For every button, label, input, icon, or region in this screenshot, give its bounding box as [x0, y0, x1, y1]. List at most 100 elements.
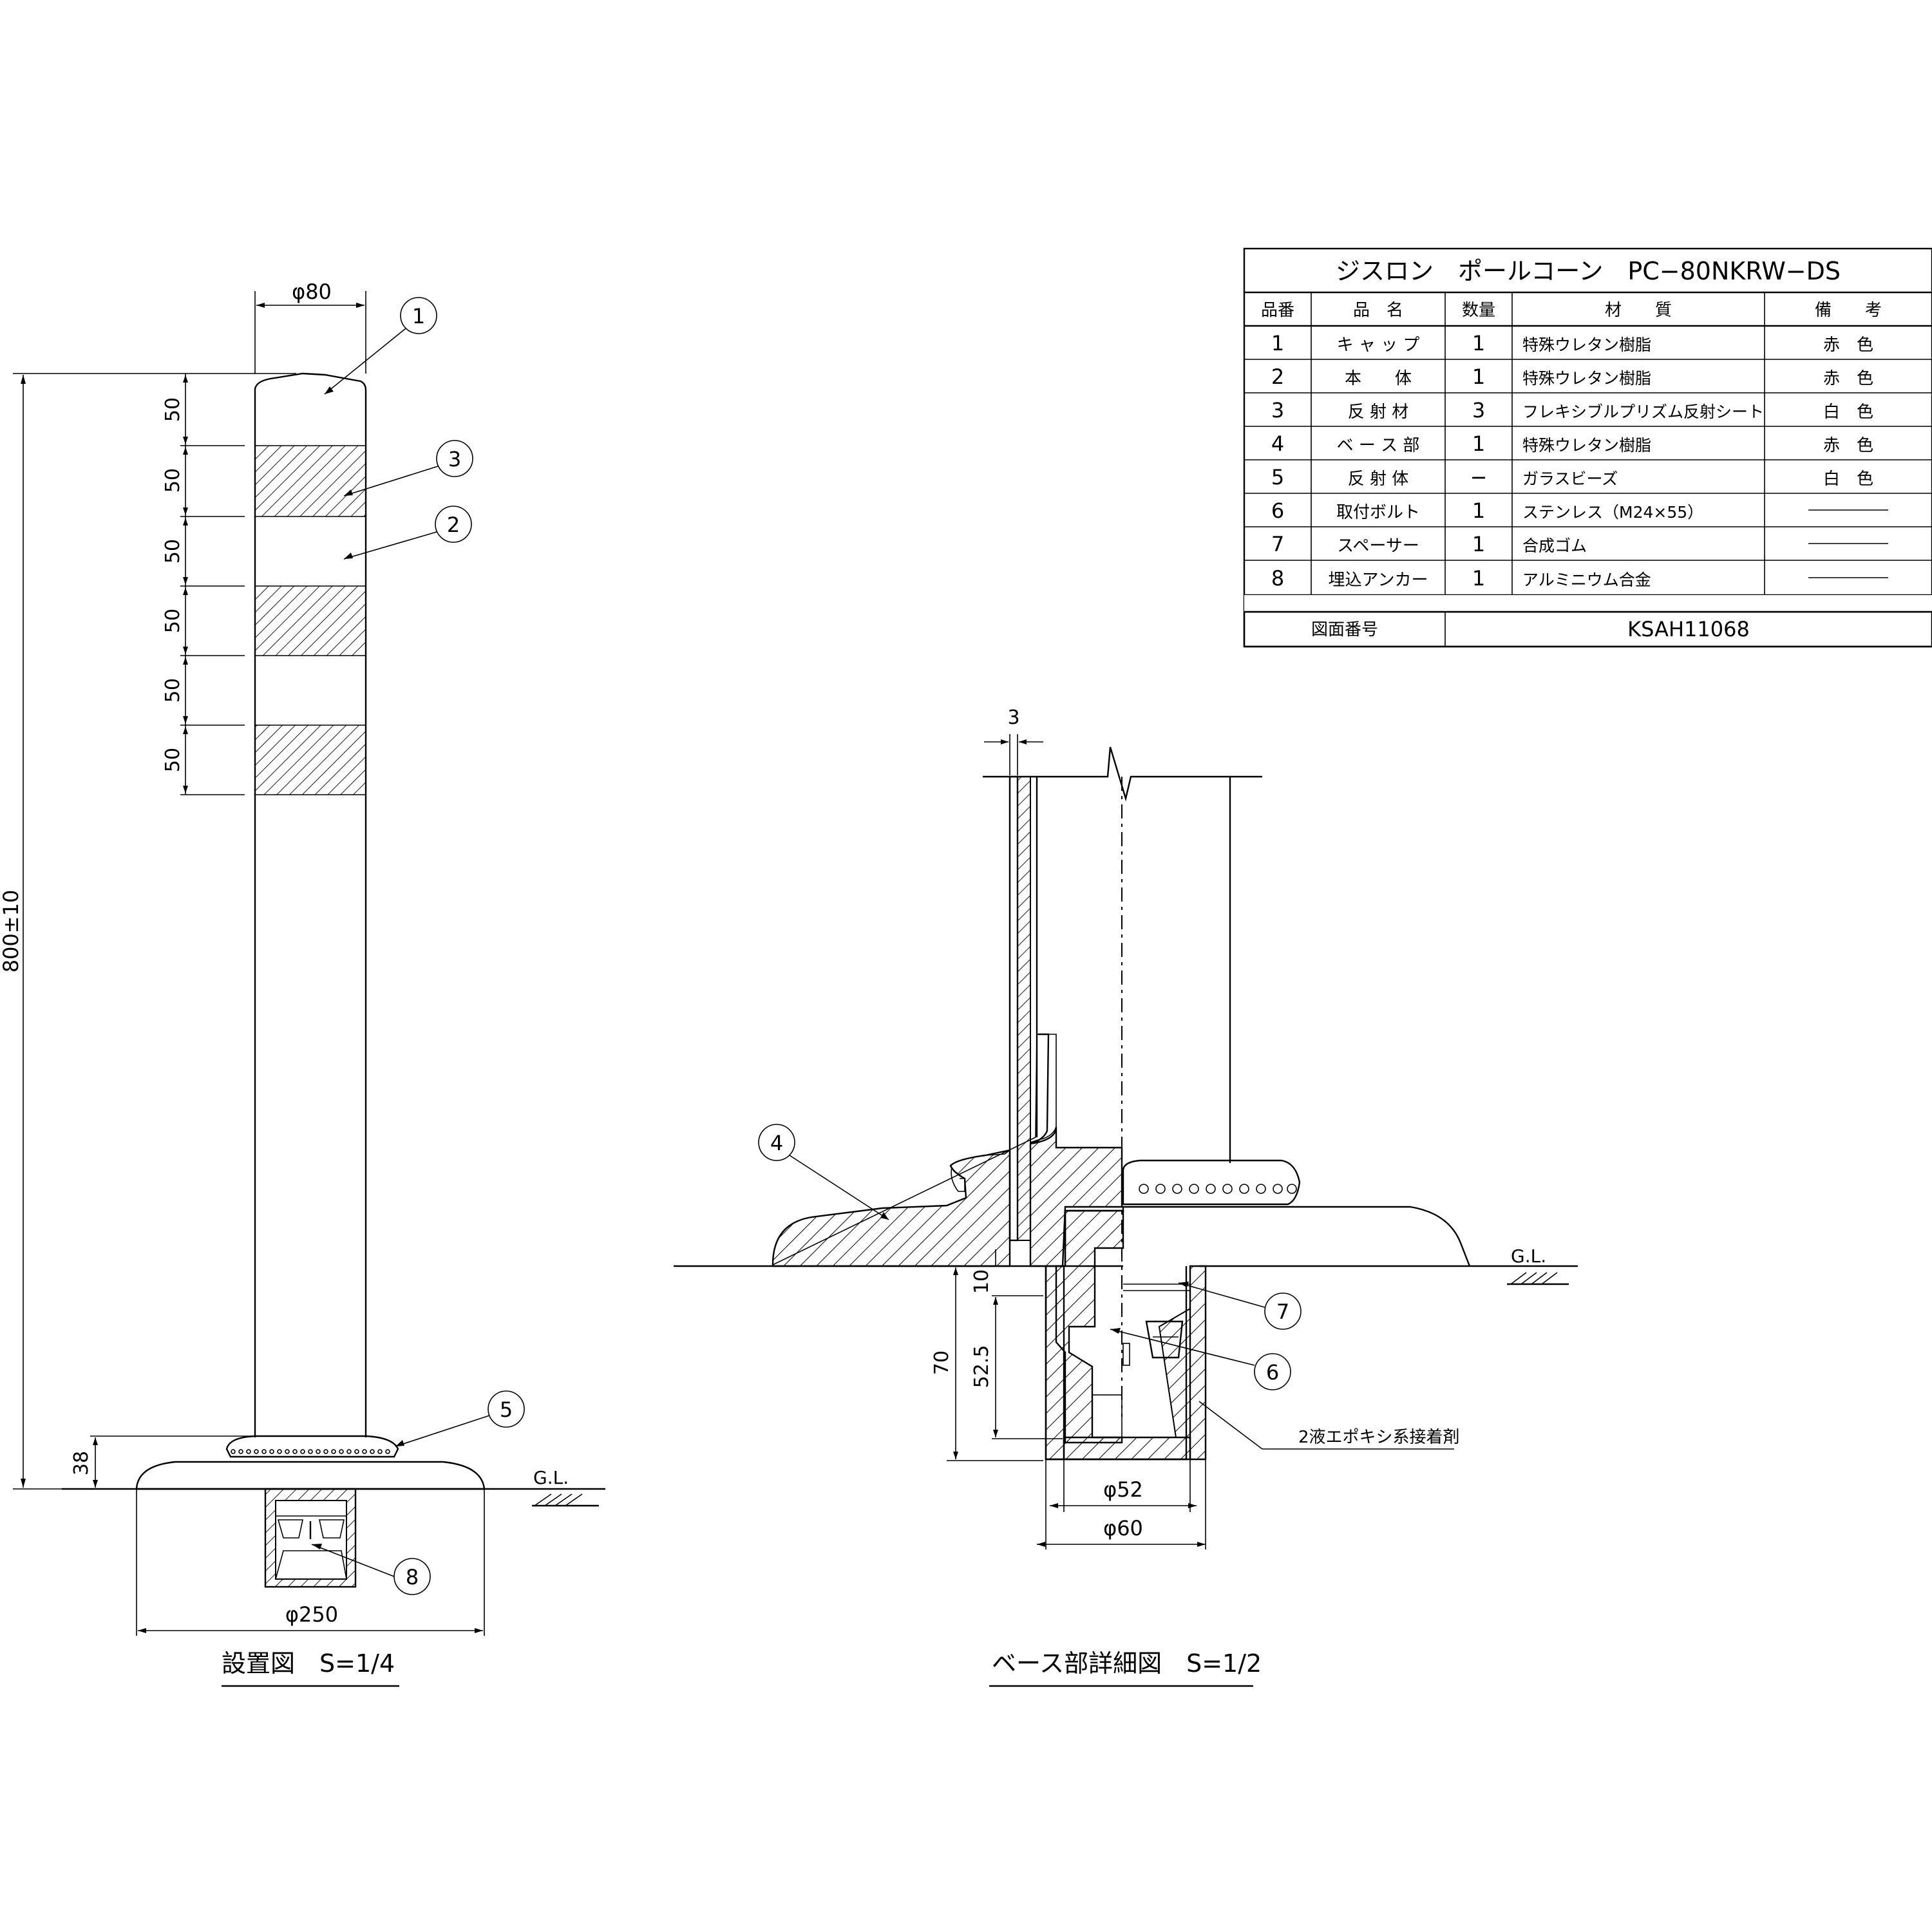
row-name: 本 体 [1345, 369, 1412, 388]
spacer-section-hatched [1055, 1209, 1124, 1444]
dim-pole-diameter: φ80 [292, 279, 332, 304]
svg-text:2: 2 [447, 513, 460, 537]
dim-base-height: 38 [70, 1451, 93, 1475]
drawing-number-label: 図面番号 [1311, 620, 1378, 639]
bolt-shaft [1122, 1343, 1130, 1366]
base-section-hatched [772, 1149, 1011, 1267]
base-center-hatched [1029, 1126, 1123, 1267]
table-row: 6 取付ボルト 1 ステンレス（M24×55） [1271, 498, 1888, 523]
row-name: 反 射 材 [1348, 402, 1409, 422]
row-qty: 1 [1472, 566, 1485, 591]
row-material: 特殊ウレタン樹脂 [1522, 369, 1651, 388]
base-detail-caption: ベース部詳細図 S=1/2 [992, 1649, 1262, 1678]
pole-wall-outer [1009, 775, 1019, 1242]
row-remark: 赤 色 [1823, 369, 1873, 388]
dim-segment: 50 [162, 678, 184, 703]
row-no: 1 [1271, 331, 1284, 355]
balloon-3: 3 [343, 440, 473, 497]
pole-base [135, 1461, 486, 1490]
installation-caption: 設置図 S=1/4 [222, 1649, 395, 1678]
row-material: 特殊ウレタン樹脂 [1522, 336, 1651, 354]
dim-wall-thickness: 3 [1007, 706, 1019, 729]
row-material: 特殊ウレタン樹脂 [1522, 436, 1651, 455]
bead-ring-section [1122, 1159, 1301, 1206]
dim-inner-depth: 52.5 [971, 1345, 993, 1388]
row-material: ガラスビーズ [1522, 469, 1618, 488]
svg-text:8: 8 [406, 1565, 419, 1589]
header-item-name: 品 名 [1353, 301, 1403, 320]
row-name: 埋込アンカー [1329, 571, 1428, 590]
row-remark: 赤 色 [1823, 436, 1873, 455]
balloon-6: 6 [1110, 1328, 1291, 1390]
anchor-cavity [275, 1500, 347, 1580]
table-row: 3 反 射 材 3 フレキシブルプリズム反射シート 白 色 [1271, 398, 1873, 422]
balloon-7: 7 [1178, 1282, 1302, 1330]
installation-view: G.L. φ80 800±10 50 50 50 [0, 279, 605, 1687]
dim-segment: 50 [162, 539, 184, 564]
row-qty: 1 [1472, 365, 1485, 389]
dim-top-offset: 10 [971, 1269, 993, 1294]
row-remark: 白 色 [1823, 469, 1873, 489]
svg-text:1: 1 [412, 304, 425, 328]
row-no: 2 [1271, 365, 1284, 389]
svg-text:5: 5 [500, 1397, 513, 1422]
svg-text:6: 6 [1266, 1360, 1279, 1385]
row-material: フレキシブルプリズム反射シート [1522, 402, 1764, 421]
table-row: 8 埋込アンカー 1 アルミニウム合金 [1271, 566, 1888, 591]
row-material: 合成ゴム [1522, 536, 1587, 555]
row-qty: 3 [1472, 398, 1485, 422]
dim-base-diameter: φ250 [285, 1602, 338, 1627]
balloon-8: 8 [311, 1544, 431, 1595]
base-detail-view: G.L. 2液エポキシ系接着剤 3 70 52. [674, 706, 1578, 1687]
balloon-2: 2 [343, 506, 472, 560]
dim-segment: 50 [162, 609, 184, 633]
row-name: ベ ー ス 部 [1337, 436, 1420, 455]
balloon-5: 5 [395, 1390, 525, 1447]
svg-text:4: 4 [770, 1131, 783, 1155]
ground-level-label-detail: G.L. [1511, 1245, 1546, 1267]
svg-text:3: 3 [448, 447, 461, 471]
dim-anchor-depth: 70 [931, 1350, 953, 1375]
segment-dimensions: 50 50 50 50 50 50 [162, 374, 245, 795]
pole-body [254, 372, 367, 1437]
row-no: 3 [1271, 398, 1284, 422]
ground-symbol-detail [1507, 1272, 1569, 1285]
reflective-band [255, 446, 366, 516]
parts-table: ジスロン ポールコーン PC−80NKRW−DS 品番 品 名 数量 材 質 備… [1243, 247, 1932, 648]
adhesive-note: 2液エポキシ系接着剤 [1298, 1428, 1460, 1447]
table-row: 5 反 射 体 − ガラスビーズ 白 色 [1271, 465, 1873, 489]
table-row: 7 スペーサー 1 合成ゴム [1271, 532, 1888, 556]
pole-wall-hatched [1017, 776, 1031, 1241]
bolt-head [1145, 1320, 1184, 1359]
row-qty: 1 [1472, 331, 1485, 355]
header-item-no: 品番 [1261, 301, 1294, 320]
table-row: 1 キ ャ ッ プ 1 特殊ウレタン樹脂 赤 色 [1271, 331, 1873, 355]
dim-outer-diameter: φ60 [1103, 1516, 1143, 1540]
header-material: 材 質 [1605, 301, 1672, 320]
row-no: 5 [1271, 465, 1284, 489]
dim-inner-diameter: φ52 [1103, 1477, 1143, 1502]
row-qty: 1 [1472, 532, 1485, 556]
header-remarks: 備 考 [1815, 301, 1882, 320]
row-material: ステンレス（M24×55） [1522, 503, 1703, 522]
table-row: 4 ベ ー ス 部 1 特殊ウレタン樹脂 赤 色 [1271, 431, 1873, 456]
drawing-number: KSAH11068 [1627, 617, 1750, 641]
table-title: ジスロン ポールコーン PC−80NKRW−DS [1336, 257, 1841, 285]
row-qty: − [1470, 465, 1488, 489]
row-material: アルミニウム合金 [1522, 571, 1651, 589]
row-remark: 白 色 [1823, 402, 1873, 422]
glass-beads-detail [1139, 1184, 1297, 1194]
reflective-band [255, 725, 366, 795]
ground-symbol [532, 1493, 599, 1507]
dim-segment: 50 [162, 397, 184, 422]
break-line [983, 746, 1262, 802]
base-outline-right [1064, 1206, 1471, 1267]
row-name: キ ャ ッ プ [1337, 336, 1420, 355]
glass-beads [231, 1449, 390, 1454]
balloon-4: 4 [758, 1124, 889, 1220]
row-no: 6 [1271, 498, 1284, 523]
ground-level-label: G.L. [533, 1467, 569, 1488]
dim-total-height: 800±10 [0, 890, 23, 973]
